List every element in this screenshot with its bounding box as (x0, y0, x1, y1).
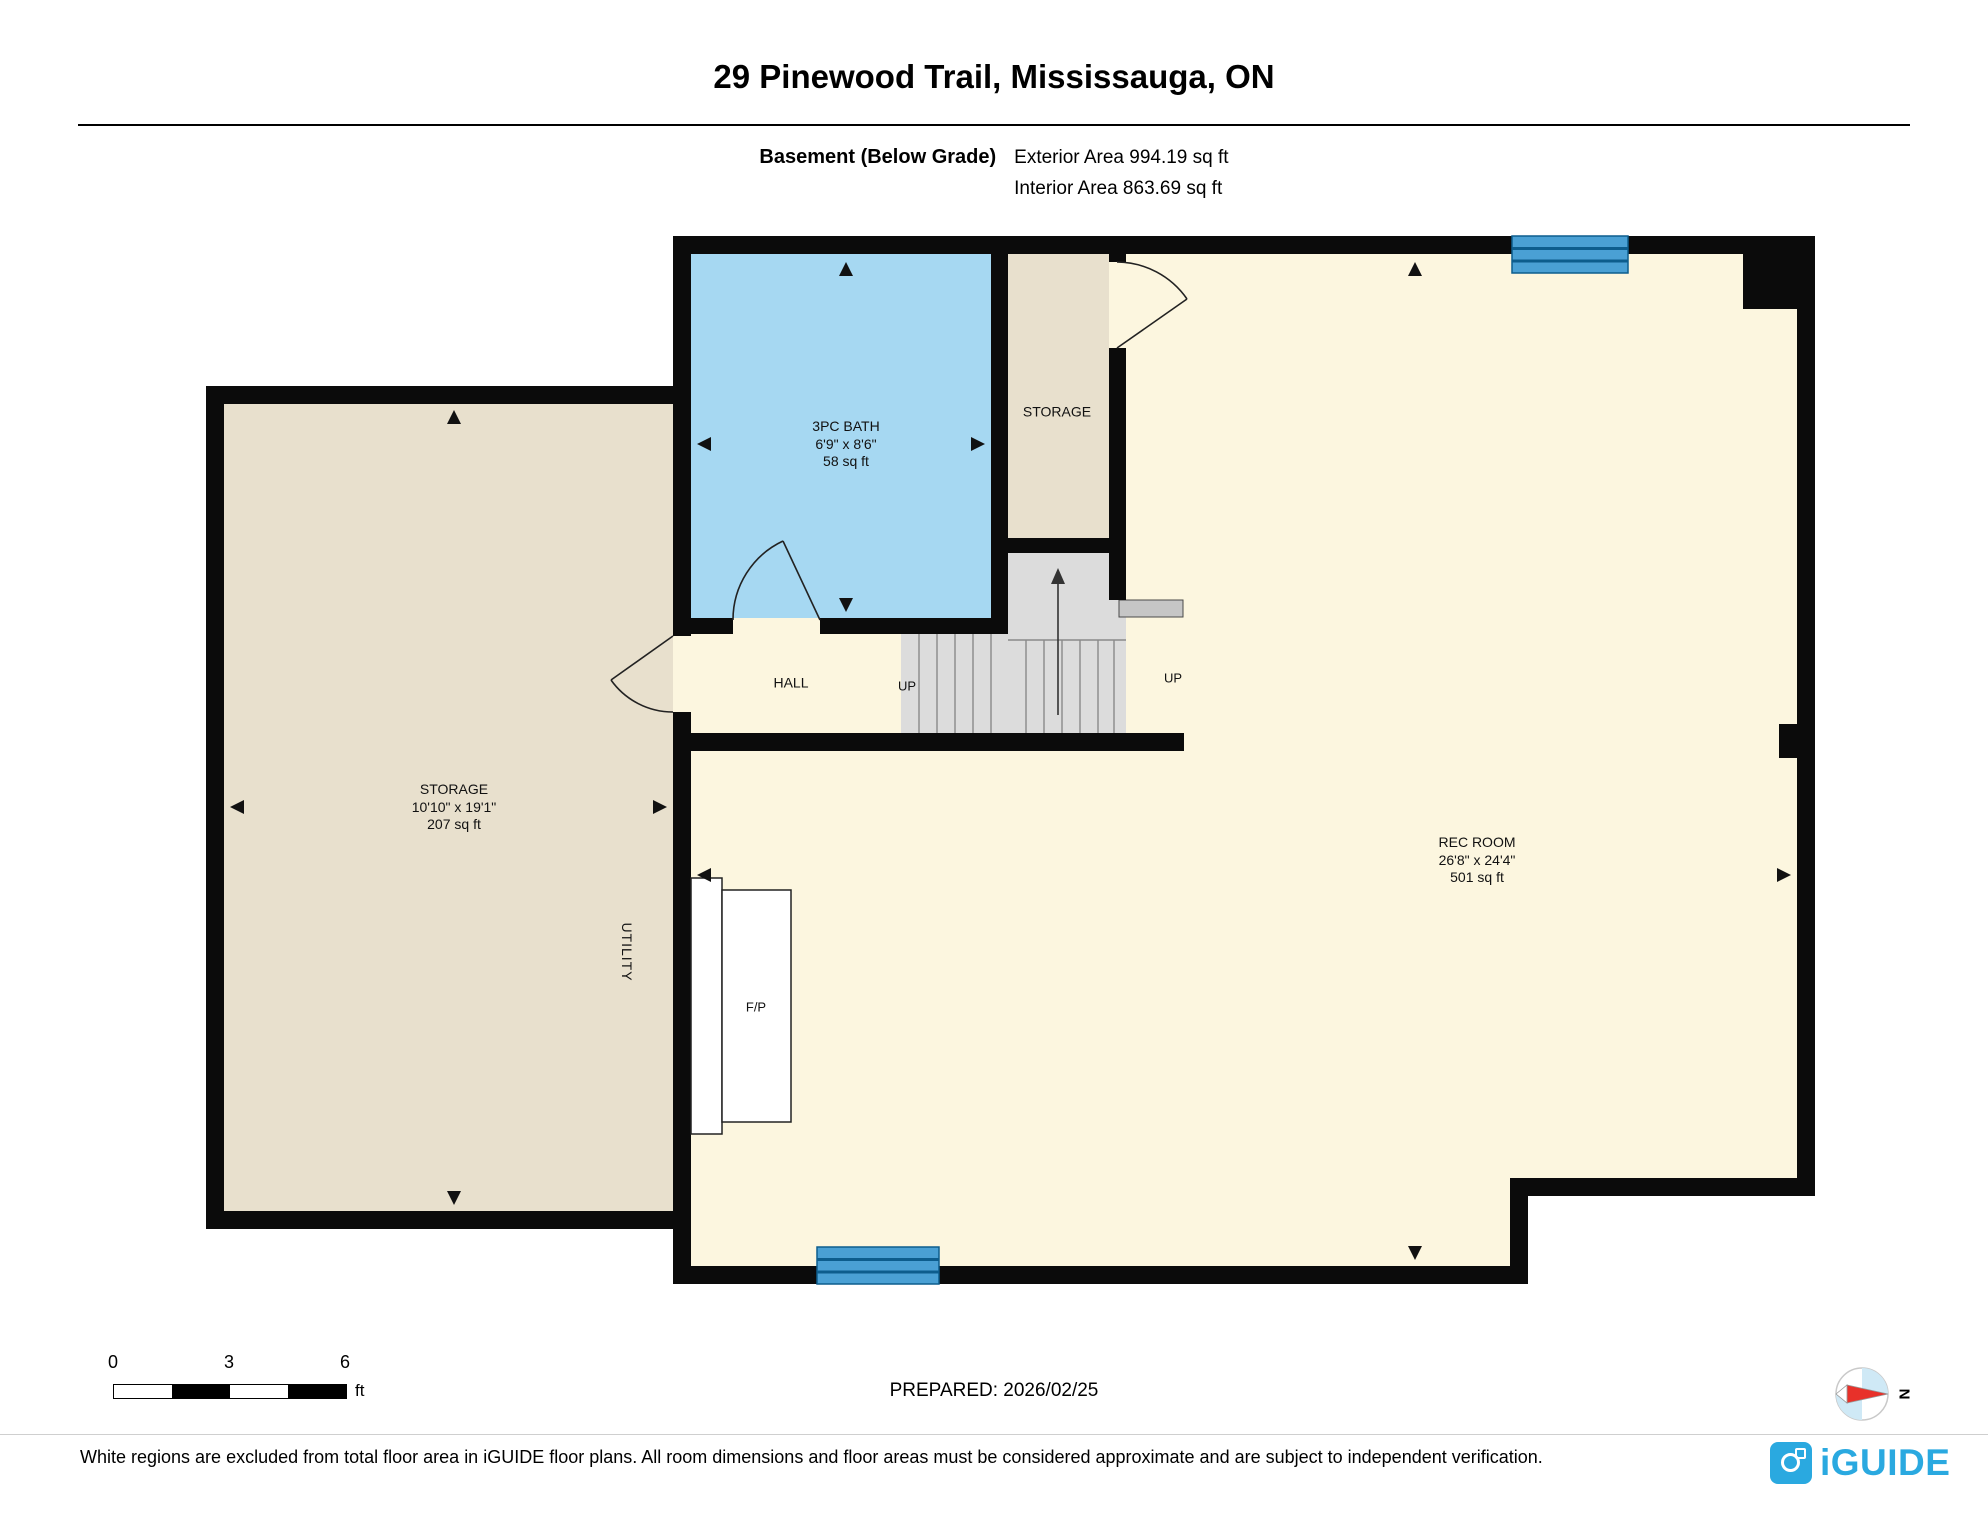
scale-segment (114, 1385, 172, 1398)
rec-room-name: REC ROOM (1438, 833, 1516, 850)
floor-name: Basement (Below Grade) (759, 146, 997, 168)
arrow-up-icon (447, 410, 461, 424)
iguide-logo: iGUIDE (1770, 1442, 1950, 1484)
storage-small-label: STORAGE (1022, 403, 1092, 420)
storage-left-name: STORAGE (419, 780, 489, 797)
door-storage-left (610, 635, 674, 713)
fireplace-label: F/P (745, 999, 767, 1015)
bath-name: 3PC BATH (812, 417, 880, 434)
stairs-up-label-lower: UP (897, 678, 917, 694)
bath-fill (691, 254, 991, 618)
interior-area: Interior Area 863.69 sq ft (1014, 178, 1223, 199)
floor-areas: Exterior Area 994.19 sq ft Interior Area… (1014, 142, 1228, 204)
storage-small-fill (1008, 254, 1109, 538)
camera-notch-icon (1795, 1448, 1806, 1459)
bath-label: 3PC BATH 6'9" x 8'6" 58 sq ft (812, 418, 879, 471)
hall-label: HALL (773, 674, 809, 691)
stairs-up-label-upper: UP (1163, 670, 1183, 686)
arrow-up-icon (839, 262, 853, 276)
prepared-date: PREPARED: 2026/02/25 (889, 1380, 1099, 1401)
hall-door-opening (673, 636, 691, 712)
door-bath (732, 540, 821, 621)
lens-icon (1781, 1453, 1800, 1472)
utility-label: UTILITY (619, 922, 635, 982)
scale-tick-6: 6 (339, 1352, 351, 1372)
disclaimer-text: White regions are excluded from total fl… (80, 1447, 1543, 1467)
bath-area: 58 sq ft (823, 452, 869, 469)
rec-room-area: 501 sq ft (1450, 868, 1504, 885)
arrow-down-icon (839, 598, 853, 612)
compass-icon (1835, 1367, 1889, 1421)
iguide-logo-icon (1770, 1442, 1812, 1484)
scale-tick-0: 0 (107, 1352, 119, 1372)
room-fills (224, 254, 1797, 1266)
bath-dims: 6'9" x 8'6" (815, 435, 877, 452)
exterior-area: Exterior Area 994.19 sq ft (1014, 147, 1229, 168)
rec-room-dims: 26'8" x 24'4" (1438, 851, 1516, 868)
fireplace (690, 877, 792, 1135)
doors (610, 261, 1188, 713)
arrow-right-icon (1777, 868, 1791, 882)
arrow-up-icon (1408, 262, 1422, 276)
storage-left-dims: 10'10" x 19'1" (411, 798, 497, 815)
storage-left-fill (224, 404, 673, 1211)
storage-left-area: 207 sq ft (427, 815, 481, 832)
dimension-arrows (230, 262, 1791, 1260)
iguide-logo-text: iGUIDE (1820, 1442, 1951, 1483)
rec-room-label: REC ROOM 26'8" x 24'4" 501 sq ft (1439, 834, 1516, 887)
door-storage-small (1116, 261, 1188, 349)
arrow-right-icon (971, 437, 985, 451)
storage-left-label: STORAGE 10'10" x 19'1" 207 sq ft (412, 781, 497, 834)
arrow-down-icon (447, 1191, 461, 1205)
footer-divider (0, 1434, 1988, 1435)
arrow-right-icon (653, 800, 667, 814)
arrow-left-icon (697, 868, 711, 882)
window-top (1511, 235, 1629, 274)
scale-bar (113, 1384, 347, 1399)
header-divider (78, 124, 1910, 126)
arrow-down-icon (1408, 1246, 1422, 1260)
scale-unit: ft (355, 1381, 365, 1400)
stair-railing (1118, 599, 1184, 618)
page-title: 29 Pinewood Trail, Mississauga, ON (713, 58, 1275, 95)
stair-flight-upper (1008, 553, 1126, 733)
stair-direction-arrow (1051, 568, 1065, 584)
window-bottom (816, 1246, 940, 1285)
arrow-left-icon (230, 800, 244, 814)
staircase (901, 553, 1184, 733)
floor-summary: Basement (Below Grade) Exterior Area 994… (0, 142, 1988, 204)
compass-north-label: N (1895, 1388, 1913, 1400)
windows (816, 235, 1629, 1285)
scale-segment (288, 1385, 346, 1398)
scale-segment (172, 1385, 230, 1398)
scale-segment (230, 1385, 288, 1398)
arrow-left-icon (697, 437, 711, 451)
scale-tick-3: 3 (223, 1352, 235, 1372)
